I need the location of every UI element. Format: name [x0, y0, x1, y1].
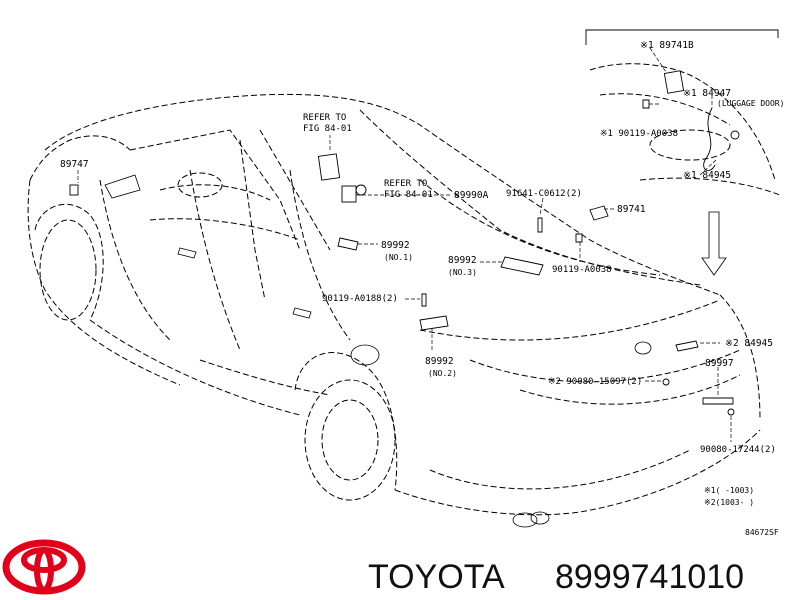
label-89992-no2-sub: (NO.2)	[428, 369, 457, 378]
brand-name: TOYOTA	[368, 558, 505, 596]
parts	[69, 70, 740, 416]
label-90119-a0038: 90119-A0038	[552, 265, 612, 275]
toyota-logo	[2, 539, 86, 595]
label-89992-no3: 89992	[448, 255, 477, 266]
label-89747: 89747	[60, 159, 89, 170]
label-84945-right: ※2 84945	[725, 338, 773, 349]
label-89992-no1-sub: (NO.1)	[384, 253, 413, 262]
part-labels: REFER TO FIG 84-01 REFER TO FIG 84-01 89…	[60, 40, 784, 537]
label-90080-17244: 90080-17244(2)	[700, 445, 776, 455]
legend-1: ※1( -1003)	[704, 486, 754, 495]
figure-code: 84672SF	[745, 528, 779, 537]
label-89741b: ※1 89741B	[640, 40, 694, 51]
label-fig-84-01-1: FIG 84-01	[303, 124, 352, 134]
label-84947: ※1 84947	[683, 88, 731, 99]
label-89992-no3-sub: (NO.3)	[448, 268, 477, 277]
down-arrow-icon	[701, 211, 727, 276]
label-89992-no1: 89992	[381, 240, 410, 251]
leader-lines	[77, 47, 732, 442]
label-89992-no2: 89992	[425, 356, 454, 367]
label-90119-a0188: 90119-A0188(2)	[322, 294, 398, 304]
label-luggage-door: (LUGGAGE DOOR)	[717, 99, 784, 108]
label-refer-to-2: REFER TO	[384, 179, 427, 189]
legend-2: ※2(1003- )	[704, 498, 754, 507]
label-89990a: 89990A	[454, 190, 489, 201]
label-84945-inset: ※1 84945	[683, 170, 731, 181]
label-91641-c0612: 91641-C0612(2)	[506, 189, 582, 199]
label-90080-15097: ※2 90080-15097(2)	[548, 377, 642, 387]
label-refer-to-1: REFER TO	[303, 113, 346, 123]
inset-bracket	[585, 29, 779, 45]
label-fig-84-01-2: FIG 84-01	[384, 190, 433, 200]
label-90119-a0038-inset: ※1 90119-A0038	[600, 129, 678, 139]
car-body-outline	[27, 63, 781, 528]
label-89997: 89997	[705, 358, 734, 369]
label-89741: 89741	[617, 204, 646, 215]
part-number: 8999741010	[555, 558, 744, 596]
